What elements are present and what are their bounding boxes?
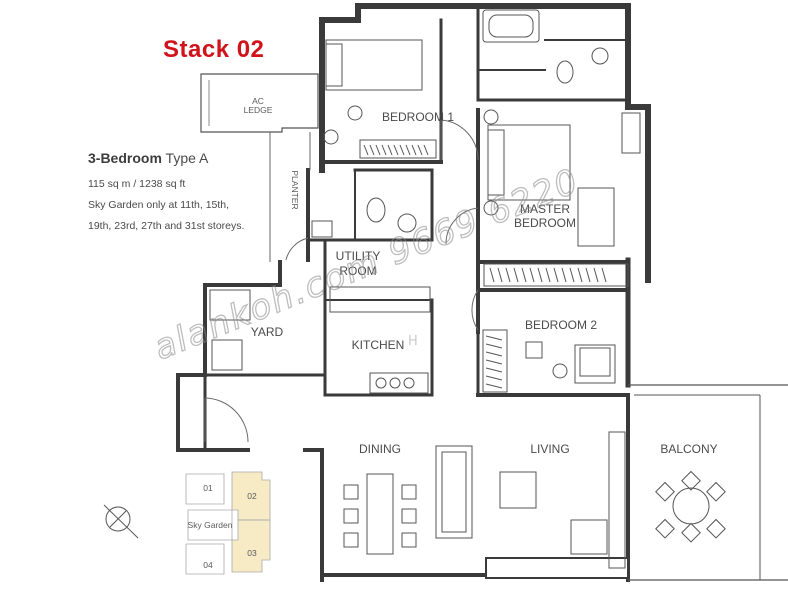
key-plan-unit-01: 01 [203,483,213,493]
ac-ledge-label-2: LEDGE [244,105,273,115]
sky-garden-note-2: 19th, 23rd, 27th and 31st storeys. [88,220,245,232]
living-set [435,431,626,569]
outer-walls [176,3,651,582]
key-plan-unit-03-highlight [231,519,271,573]
beds [325,39,641,384]
dining-label: DINING [359,442,401,456]
kitchen-label: KITCHEN [352,338,405,352]
bedroom-count: 3-Bedroom [88,150,162,166]
wardrobes [359,139,629,393]
key-plan: 01 02 03 04 Sky Garden [185,471,271,575]
north-arrow-icon [103,504,139,539]
planter [269,132,311,262]
balcony-label: BALCONY [660,442,717,456]
master-bedroom-label-2: BEDROOM [514,216,576,230]
key-plan-unit-02: 02 [247,491,257,501]
unit-type: Type A [165,150,209,166]
key-plan-unit-03: 03 [247,548,257,558]
planter-label: PLANTER [290,170,300,209]
unit-type-line: 3-Bedroom Type A [88,150,318,166]
bathroom-fixtures [311,9,609,238]
balcony-table [655,470,726,543]
utility-room-label-2: ROOM [339,264,376,278]
doors [204,119,479,443]
background-ghost-text: H [408,334,418,349]
sky-garden-note-1: Sky Garden only at 11th, 15th, [88,199,230,211]
key-plan-sky-garden: Sky Garden [188,520,233,530]
stack-title: Stack 02 [163,36,265,63]
yard-label: YARD [251,325,284,339]
dining-set [343,473,417,555]
unit-info: 3-Bedroom Type A 115 sq m / 1238 sq ft S… [88,150,318,237]
balcony-area [628,384,788,581]
kitchen-fixtures [209,286,431,394]
living-label: LIVING [530,442,569,456]
ac-ledge [200,73,319,133]
utility-room-label-1: UTILITY [336,249,381,263]
key-plan-unit-04: 04 [203,560,213,570]
chairs [323,105,568,379]
ac-ledge-label-1: AC [252,96,264,106]
bedroom2-label: BEDROOM 2 [525,318,597,332]
unit-area: 115 sq m / 1238 sq ft [88,178,186,190]
master-bedroom-label-1: MASTER [520,202,570,216]
bedroom1-label: BEDROOM 1 [382,110,454,124]
